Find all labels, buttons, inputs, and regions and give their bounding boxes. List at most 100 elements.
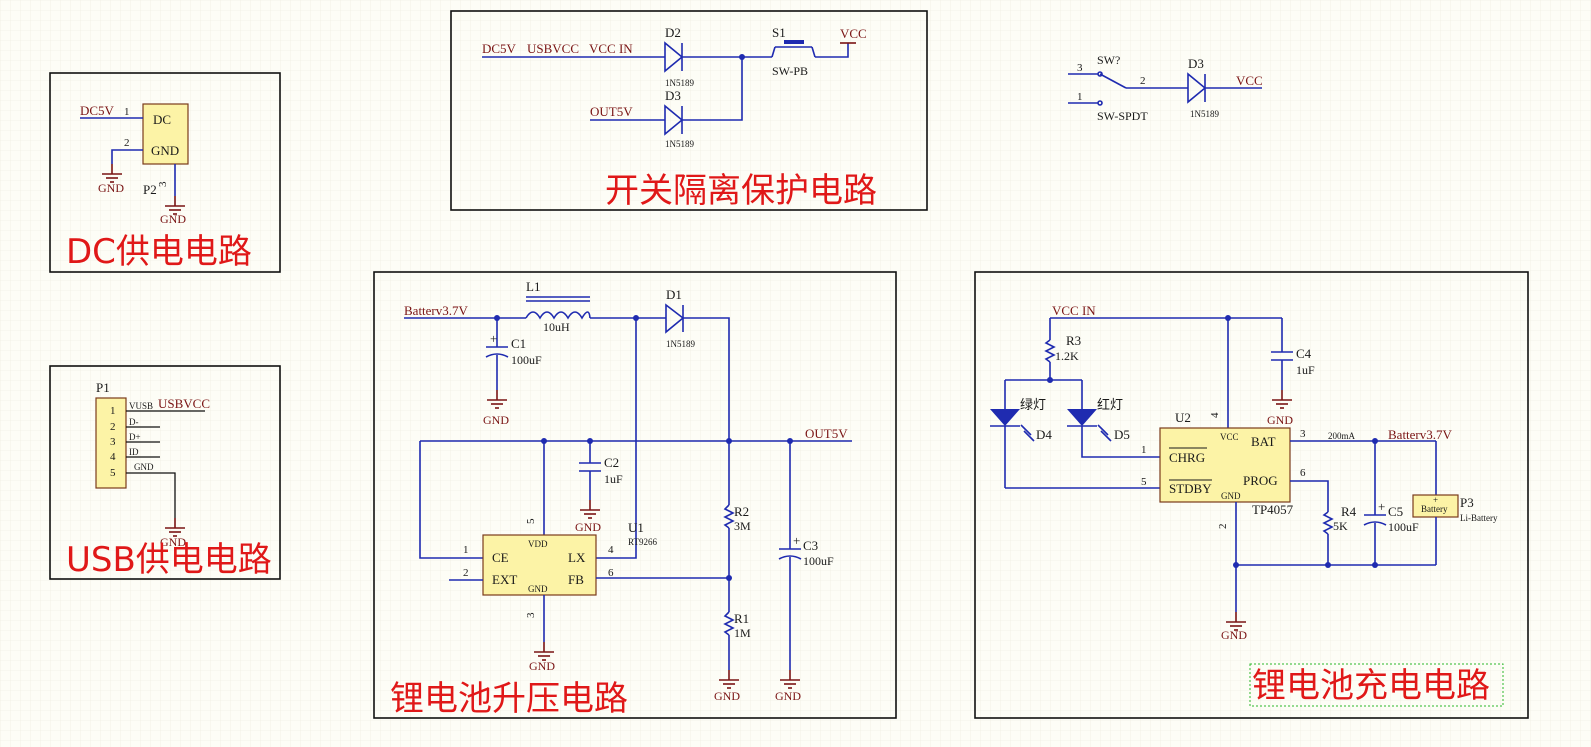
c4-gnd-label: GND [1267, 413, 1293, 427]
u1-pin-vdd: VDD [528, 539, 548, 549]
u2-pin-gnd: GND [1221, 491, 1241, 501]
l1-value: 10uH [543, 320, 570, 334]
u1-value: RT9266 [628, 537, 657, 547]
u2-pin3-num: 3 [1300, 428, 1306, 440]
d1-value: 1N5189 [666, 339, 695, 349]
u1-designator: U1 [628, 520, 644, 535]
s1-designator: S1 [772, 25, 786, 40]
u1-pin4-num: 4 [608, 544, 614, 556]
r4-resistor[interactable] [1322, 511, 1334, 535]
spdt-value: SW-SPDT [1097, 109, 1148, 123]
d1-out-wire [683, 317, 730, 441]
dc-jack-body[interactable] [142, 103, 189, 165]
d4-led[interactable] [990, 409, 1020, 426]
r4-value: 5K [1333, 519, 1348, 533]
dc-frame [49, 72, 281, 273]
u2-pin-bat: BAT [1251, 434, 1276, 449]
charge-title-box [1249, 663, 1504, 707]
u2-pin-prog: PROG [1243, 473, 1278, 488]
c4-value: 1uF [1296, 363, 1315, 377]
d5-led[interactable] [1067, 409, 1097, 426]
spdt-pin1-num: 1 [1077, 91, 1083, 103]
u1-pin-lx: LX [568, 550, 586, 565]
c2-gnd-label: GND [575, 520, 601, 534]
boost-out5v-label: OUT5V [805, 426, 848, 441]
dc-pin-gnd-label: GND [151, 143, 179, 158]
d2-diode[interactable] [664, 41, 684, 73]
d2-value: 1N5189 [665, 78, 694, 88]
sw-out5v-label: OUT5V [590, 104, 633, 119]
usb-pin3-num: 3 [110, 436, 116, 448]
usb-pin-gnd: GND [134, 462, 154, 472]
d5-color-label: 红灯 [1097, 397, 1123, 412]
r3-resistor[interactable] [1044, 339, 1056, 363]
dc-designator: P2 [143, 182, 157, 197]
dc-gnd-wire [111, 149, 143, 164]
u1-pin-ext: EXT [492, 572, 517, 587]
d2-designator: D2 [665, 25, 681, 40]
d1-designator: D1 [666, 287, 682, 302]
d3-out-wire [682, 57, 743, 121]
r2-resistor[interactable] [723, 504, 735, 529]
spdt-pin2-num: 2 [1140, 75, 1146, 87]
u2-pin6-num: 6 [1300, 467, 1306, 479]
r1-designator: R1 [734, 611, 749, 626]
d5-designator: D5 [1114, 427, 1130, 442]
r4-designator: R4 [1341, 504, 1357, 519]
c2-designator: C2 [604, 455, 619, 470]
r1-value: 1M [734, 626, 751, 640]
u2-pin-vcc: VCC [1220, 432, 1239, 442]
charge-title: 锂电池充电电路 [1252, 666, 1490, 706]
boost-block: Batterv3.7V L1 10uH D1 1N5189 + C1 100uF… [373, 271, 897, 719]
boost-title: 锂电池升压电路 [390, 679, 628, 719]
u1-pin2-num: 2 [463, 567, 469, 579]
u1-chip[interactable] [482, 534, 597, 596]
p3-body-label: Battery [1421, 504, 1448, 514]
usb-frame [49, 365, 281, 580]
r1-gnd-label: GND [714, 689, 740, 703]
u2-pin4-num: 4 [1209, 412, 1221, 418]
u2-chip[interactable] [1159, 427, 1291, 503]
usb-connector-body[interactable] [95, 397, 127, 489]
c5-value: 100uF [1388, 520, 1419, 534]
dc-pin1-num: 1 [124, 106, 130, 118]
usb-supply-block: P1 1 2 3 4 5 VUSB USBVCC D- D+ ID GND GN… [49, 365, 281, 580]
r3-designator: R3 [1066, 333, 1081, 348]
u1-pin-ce: CE [492, 550, 509, 565]
dc-pin3-num: 3 [157, 181, 169, 187]
charge-current: 200mA [1328, 431, 1356, 441]
d4-color-label: 绿灯 [1020, 397, 1046, 412]
ce-wire [419, 441, 483, 559]
usb-pin-dplus: D+ [129, 432, 141, 442]
s1-value: SW-PB [772, 64, 808, 78]
usb-designator: P1 [96, 380, 110, 395]
r1-resistor[interactable] [723, 611, 735, 636]
dc-pin-dc-label: DC [153, 112, 171, 127]
sw-vccin-label: VCC IN [589, 41, 633, 56]
dc-pin2-num: 2 [124, 137, 130, 149]
sw-dc5v-label: DC5V [482, 41, 517, 56]
u2-pin5-num: 5 [1141, 476, 1147, 488]
sw-vcc-label: VCC [840, 26, 867, 41]
c1-gnd-label: GND [483, 413, 509, 427]
u1-pin-gnd: GND [528, 584, 548, 594]
boost-frame [373, 271, 897, 719]
u1-pin5-num: 5 [525, 518, 537, 524]
l1-inductor[interactable] [525, 311, 591, 320]
spdt-d3-value: 1N5189 [1190, 109, 1219, 119]
switch-frame [450, 10, 928, 211]
d1-diode[interactable] [665, 303, 685, 334]
spdt-d3-diode[interactable] [1187, 72, 1207, 104]
u1-pin6-num: 6 [608, 567, 614, 579]
charge-vccin-label: VCC IN [1052, 303, 1096, 318]
u2-designator: U2 [1175, 410, 1191, 425]
usb-title: USB供电电路 [66, 540, 272, 580]
u2-pin2-num: 2 [1217, 524, 1229, 530]
u1-gnd-label: GND [529, 659, 555, 673]
d3-diode[interactable] [664, 104, 684, 136]
spdt-switch[interactable] [1099, 73, 1127, 89]
spdt-vcc-label: VCC [1236, 73, 1263, 88]
u2-pin-chrg: CHRG [1169, 450, 1205, 465]
